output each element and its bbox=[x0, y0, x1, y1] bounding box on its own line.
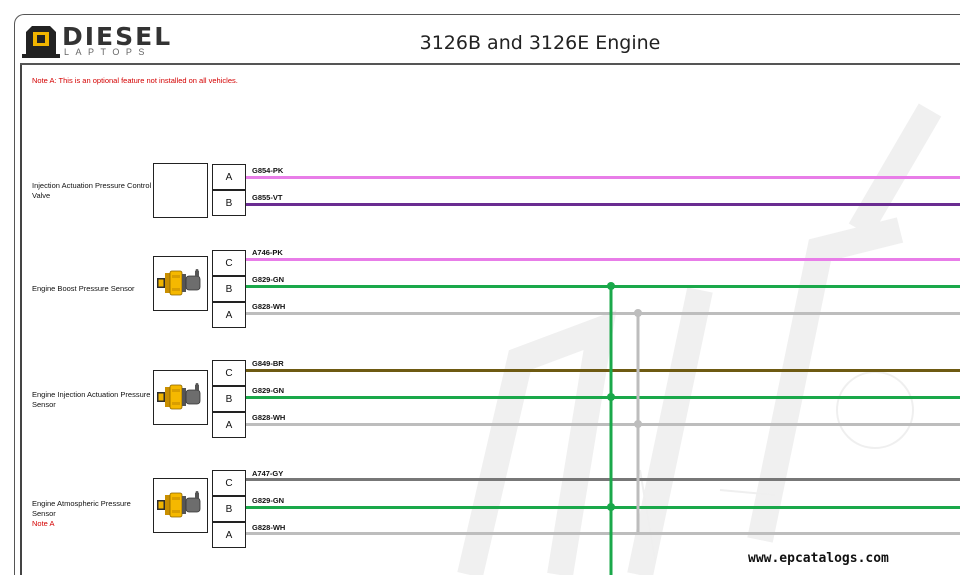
wire-label: G828-WH bbox=[252, 302, 286, 311]
diesel-laptops-logo: DIESEL LAPTOPS bbox=[22, 22, 173, 60]
wire-label: G849-BR bbox=[252, 359, 284, 368]
content-border bbox=[20, 65, 22, 575]
splice-dot bbox=[607, 393, 615, 401]
splice-dot bbox=[607, 282, 615, 290]
sensor-box bbox=[153, 370, 208, 425]
pin-cell: B bbox=[212, 190, 246, 216]
component-name: Engine Injection Actuation Pressure Sens… bbox=[32, 390, 151, 409]
wire-line bbox=[246, 506, 960, 509]
wire-line bbox=[246, 203, 960, 206]
pin-cell: C bbox=[212, 360, 246, 386]
brand-wordmark: DIESEL bbox=[62, 22, 173, 51]
component-name: Engine Boost Pressure Sensor bbox=[32, 284, 135, 293]
component-label: Engine Injection Actuation Pressure Sens… bbox=[32, 390, 152, 410]
wire-label: G829-GN bbox=[252, 496, 285, 505]
pin-cell: B bbox=[212, 276, 246, 302]
wire-line bbox=[246, 396, 960, 399]
header-divider bbox=[20, 63, 960, 65]
pin-cell: A bbox=[212, 412, 246, 438]
wire-line bbox=[246, 258, 960, 261]
pin-cell: C bbox=[212, 250, 246, 276]
wire-label: G855-VT bbox=[252, 193, 283, 202]
pressure-sensor-icon bbox=[157, 269, 201, 296]
control-valve-box bbox=[153, 163, 208, 218]
sensor-box bbox=[153, 478, 208, 533]
wire-label: A746-PK bbox=[252, 248, 283, 257]
pin-cell: C bbox=[212, 470, 246, 496]
pin-cell: A bbox=[212, 302, 246, 328]
wire-label: A747-GY bbox=[252, 469, 284, 478]
component-name: Injection Actuation Pressure Control Val… bbox=[32, 181, 152, 200]
splice-dot bbox=[634, 420, 642, 428]
wire-label: G828-WH bbox=[252, 413, 286, 422]
brand-subtitle: LAPTOPS bbox=[64, 47, 151, 57]
component-name: Engine Atmospheric Pressure Sensor bbox=[32, 499, 131, 518]
note-a-text: Note A: This is an optional feature not … bbox=[32, 76, 238, 85]
wire-line bbox=[246, 423, 960, 426]
page-title: 3126B and 3126E Engine bbox=[419, 32, 661, 54]
wire-label: G854-PK bbox=[252, 166, 284, 175]
component-label: Injection Actuation Pressure Control Val… bbox=[32, 181, 152, 201]
splice-dot bbox=[634, 309, 642, 317]
wire-line bbox=[246, 478, 960, 481]
pressure-sensor-icon bbox=[157, 383, 201, 410]
sensor-box bbox=[153, 256, 208, 311]
wire-line bbox=[246, 285, 960, 288]
pin-cell: A bbox=[212, 164, 246, 190]
wire-line bbox=[246, 369, 960, 372]
page-frame bbox=[14, 14, 960, 575]
wire-line bbox=[246, 312, 960, 315]
wire-line bbox=[246, 176, 960, 179]
component-label: Engine Boost Pressure Sensor bbox=[32, 284, 152, 294]
wire-label: G829-GN bbox=[252, 386, 285, 395]
wire-label: G828-WH bbox=[252, 523, 286, 532]
pin-cell: B bbox=[212, 496, 246, 522]
pin-cell: B bbox=[212, 386, 246, 412]
wire-label: G829-GN bbox=[252, 275, 285, 284]
wire-line bbox=[246, 532, 960, 535]
website-url: www.epcatalogs.com bbox=[748, 551, 889, 566]
pressure-sensor-icon bbox=[157, 491, 201, 518]
splice-dot bbox=[607, 503, 615, 511]
component-note: Note A bbox=[32, 519, 55, 528]
diesel-laptops-logo-icon bbox=[22, 26, 60, 58]
pin-cell: A bbox=[212, 522, 246, 548]
component-label: Engine Atmospheric Pressure Sensor Note … bbox=[32, 499, 152, 529]
